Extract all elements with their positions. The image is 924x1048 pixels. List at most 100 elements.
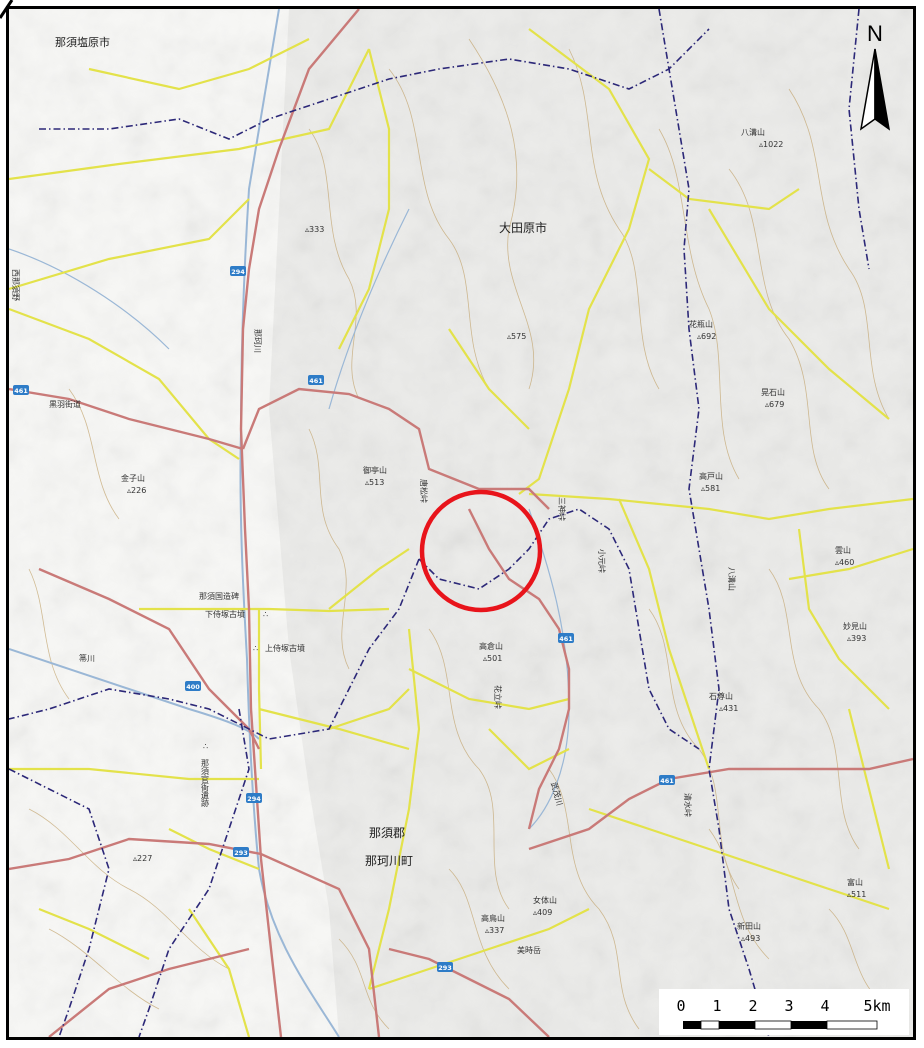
peak-takatori-elev: ▵337 xyxy=(485,926,504,935)
peak-yamizo-elev: ▵1022 xyxy=(759,140,783,149)
peak-labels: ▵333 ▵575 八溝山 ▵1022 花瓶山 ▵692 晃石山 ▵679 高戸… xyxy=(121,127,867,943)
peak-takatori: 高鳥山 xyxy=(481,913,505,923)
site-shimo-kofun: 下侍塚古墳 xyxy=(205,609,245,619)
label-nasushiobara: 那須塩原市 xyxy=(55,35,110,49)
scale-seg-4 xyxy=(754,1020,792,1030)
site-shimo-kofun-mark: ∴ xyxy=(263,610,268,619)
north-label: N xyxy=(867,21,883,46)
pass-bitou: 美時岳 xyxy=(517,945,541,955)
route-294[interactable] xyxy=(239,9,360,1037)
route-461-south[interactable] xyxy=(467,508,571,830)
peak-takato: 高戸山 xyxy=(699,471,723,481)
peak-koseki-elev: ▵679 xyxy=(765,400,784,409)
route-461-shield-north: 461 xyxy=(308,375,324,385)
pass-labels: 唐松峠 花立峠 三神峠 小元峠 清水峠 八溝山 美時岳 xyxy=(419,479,737,955)
scale-label-0: 0 xyxy=(676,997,685,1015)
pass-hanatate: 花立峠 xyxy=(493,685,503,709)
label-otawara: 大田原市 xyxy=(499,220,547,235)
peak-227: ▵227 xyxy=(133,854,152,863)
peak-tomi-elev: ▵511 xyxy=(847,890,866,899)
site-kanga-iseki: 那須官衙遺跡 xyxy=(201,759,210,808)
peak-koseki: 晃石山 xyxy=(761,387,785,397)
site-kanga-mark: ∴ xyxy=(203,742,208,751)
route-461-north[interactable] xyxy=(241,387,550,510)
peak-sekison: 石尊山 xyxy=(709,691,733,701)
peak-nitta-elev: ▵493 xyxy=(741,934,760,943)
north-arrow-right xyxy=(874,48,891,131)
peak-333: ▵333 xyxy=(305,225,324,234)
route-461-shield-east: 461 xyxy=(659,775,675,785)
pass-komoto: 小元峠 xyxy=(597,549,607,573)
peak-kahei-elev: ▵692 xyxy=(697,332,716,341)
scale-label-3: 3 xyxy=(784,997,793,1015)
svg-text:461: 461 xyxy=(660,777,674,785)
route-293-shield: 293 xyxy=(233,847,249,857)
peak-tomi: 富山 xyxy=(847,877,863,887)
highlight-circle xyxy=(419,489,543,613)
peak-takakura: 高倉山 xyxy=(479,641,503,651)
kuroha-kaido-road[interactable] xyxy=(9,387,244,451)
peak-myoken-elev: ▵393 xyxy=(847,634,866,643)
minor-roads xyxy=(9,28,913,1037)
pass-shimizu: 清水峠 xyxy=(683,793,693,817)
administrative-boundaries xyxy=(9,9,870,1037)
scale-seg-6 xyxy=(826,1020,878,1030)
corner-mark xyxy=(0,0,14,19)
peak-yamizo: 八溝山 xyxy=(741,127,765,137)
route-294-shield-south: 294 xyxy=(246,793,262,803)
svg-text:400: 400 xyxy=(186,683,200,691)
peak-takato-elev: ▵581 xyxy=(701,484,720,493)
scale-bar: 0 1 2 3 4 5km xyxy=(659,989,909,1035)
peak-kaneko-elev: ▵226 xyxy=(127,486,146,495)
peak-sekison-elev: ▵431 xyxy=(719,704,738,713)
peak-kahei: 花瓶山 xyxy=(689,319,713,329)
peak-kumo: 雲山 xyxy=(835,545,851,555)
route-461-shield-south: 461 xyxy=(558,633,574,643)
scale-seg-2 xyxy=(700,1020,720,1030)
peak-myoken: 妙見山 xyxy=(843,621,867,631)
label-nasu-gun: 那須郡 xyxy=(369,826,405,840)
pass-karamatsu: 唐松峠 xyxy=(419,479,429,503)
peak-nyotai: 女体山 xyxy=(533,895,557,905)
peak-gotei: 御亭山 xyxy=(363,465,387,475)
svg-text:461: 461 xyxy=(559,635,573,643)
scale-label-4: 4 xyxy=(820,997,829,1015)
scale-seg-3 xyxy=(719,1021,755,1029)
route-461-shield-west: 461 xyxy=(13,385,29,395)
historic-site-labels: 那須国造碑 下侍塚古墳 ∴ ∴ 上侍塚古墳 ∴ 那須官衙遺跡 xyxy=(199,591,305,808)
scale-seg-1 xyxy=(683,1021,701,1029)
route-293-shield-south: 293 xyxy=(437,962,453,972)
peak-575: ▵575 xyxy=(507,332,526,341)
route-400-shield: 400 xyxy=(185,681,201,691)
svg-text:461: 461 xyxy=(14,387,28,395)
site-kami-kofun: 上侍塚古墳 xyxy=(265,643,305,653)
scale-label-1: 1 xyxy=(712,997,721,1015)
pass-sanjin: 三神峠 xyxy=(557,497,567,521)
place-labels: 那須塩原市 大田原市 那須郡 那珂川町 西那須野 黒羽街道 那珂川 箒川 武茂川 xyxy=(11,35,565,868)
peak-kaneko: 金子山 xyxy=(121,473,145,483)
peak-takakura-elev: ▵501 xyxy=(483,654,502,663)
label-kuroha-kaido: 黒羽街道 xyxy=(49,399,81,409)
peak-kumo-elev: ▵460 xyxy=(835,558,854,567)
svg-text:294: 294 xyxy=(231,268,245,276)
pass-hakkenzan: 八溝山 xyxy=(727,567,737,591)
naka-river xyxy=(239,9,340,1037)
scale-seg-5 xyxy=(791,1021,827,1029)
route-294-shield: 294 xyxy=(230,266,246,276)
scale-label-2: 2 xyxy=(748,997,757,1015)
label-hoki-river: 箒川 xyxy=(79,653,95,663)
label-naka-river: 那珂川 xyxy=(253,329,262,353)
peak-gotei-elev: ▵513 xyxy=(365,478,384,487)
city-boundary-north xyxy=(39,28,710,140)
peak-nyotai-elev: ▵409 xyxy=(533,908,552,917)
svg-text:461: 461 xyxy=(309,377,323,385)
relief-texture xyxy=(9,9,913,1037)
topographic-map[interactable]: 294 461 461 461 461 400 294 293 293 那須塩原… xyxy=(9,9,913,1037)
site-kokuzo-hi: 那須国造碑 xyxy=(199,591,239,601)
label-nakagawa-machi: 那珂川町 xyxy=(365,854,413,868)
north-arrow: N xyxy=(859,21,891,131)
svg-text:294: 294 xyxy=(247,795,261,803)
svg-text:293: 293 xyxy=(438,964,452,972)
svg-text:293: 293 xyxy=(234,849,248,857)
map-frame: 294 461 461 461 461 400 294 293 293 那須塩原… xyxy=(6,6,916,1040)
